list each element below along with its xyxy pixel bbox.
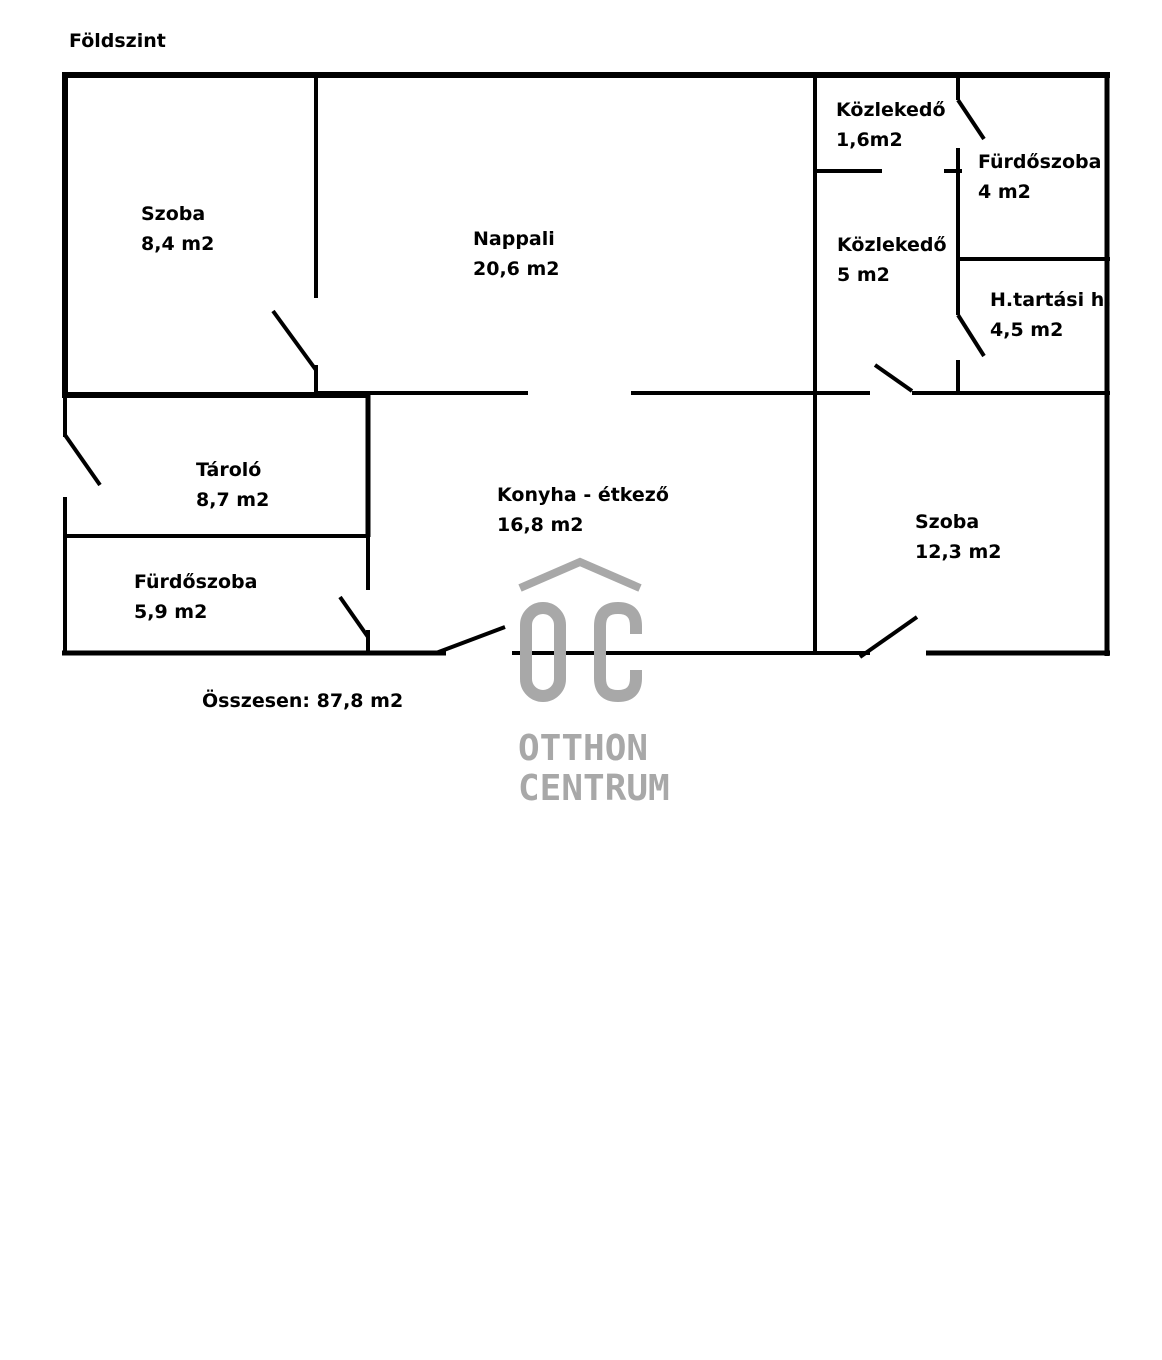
room-label-kozlekedo-1: Közlekedő 1,6m2 bbox=[836, 95, 946, 155]
door-furdoszoba-right bbox=[956, 98, 986, 141]
room-name: Nappali bbox=[473, 228, 555, 250]
room-area: 5,9 m2 bbox=[134, 601, 208, 623]
room-label-kozlekedo-2: Közlekedő 5 m2 bbox=[837, 230, 947, 290]
room-label-furdoszoba-2: Fürdőszoba 5,9 m2 bbox=[134, 567, 257, 627]
room-label-nappali: Nappali 20,6 m2 bbox=[473, 224, 560, 284]
room-name: Konyha - étkező bbox=[497, 484, 669, 506]
room-label-szoba-1: Szoba 8,4 m2 bbox=[141, 199, 214, 259]
room-area: 5 m2 bbox=[837, 264, 890, 286]
room-name: Szoba bbox=[915, 511, 980, 533]
room-name: Közlekedő bbox=[836, 99, 946, 121]
room-area: 4,5 m2 bbox=[990, 319, 1064, 341]
room-name: Fürdőszoba bbox=[978, 151, 1102, 173]
room-label-furdoszoba-1: Fürdőszoba 4 m2 bbox=[978, 147, 1101, 207]
room-label-htartasi: H.tartási h. 4,5 m2 bbox=[990, 285, 1111, 345]
door-szoba bbox=[271, 309, 318, 372]
room-area: 4 m2 bbox=[978, 181, 1031, 203]
room-area: 16,8 m2 bbox=[497, 514, 584, 536]
room-name: Szoba bbox=[141, 203, 206, 225]
room-name: Tároló bbox=[196, 459, 262, 481]
room-label-konyha-etkezo: Konyha - étkező 16,8 m2 bbox=[497, 480, 669, 540]
watermark-otthon: OTTHON bbox=[518, 728, 649, 769]
room-label-tarolo: Tároló 8,7 m2 bbox=[196, 455, 269, 515]
door-kozlekedo-szoba bbox=[873, 363, 914, 393]
oc-house-logo-icon bbox=[518, 557, 642, 703]
watermark-centrum: CENTRUM bbox=[518, 768, 670, 809]
total-area: Összesen: 87,8 m2 bbox=[202, 690, 404, 712]
door-szoba-right bbox=[858, 615, 919, 659]
room-area: 8,7 m2 bbox=[196, 489, 270, 511]
floor-title: Földszint bbox=[69, 30, 166, 52]
door-htartasi bbox=[956, 313, 986, 358]
door-entrance bbox=[435, 625, 506, 655]
room-area: 1,6m2 bbox=[836, 129, 903, 151]
room-area: 20,6 m2 bbox=[473, 258, 560, 280]
room-label-szoba-2: Szoba 12,3 m2 bbox=[915, 507, 1002, 567]
door-furdoszoba-left bbox=[338, 595, 370, 639]
room-name: Fürdőszoba bbox=[134, 571, 258, 593]
door-tarolo bbox=[63, 433, 102, 487]
room-name: Közlekedő bbox=[837, 234, 947, 256]
room-name: H.tartási h. bbox=[990, 289, 1112, 311]
room-area: 8,4 m2 bbox=[141, 233, 215, 255]
room-area: 12,3 m2 bbox=[915, 541, 1002, 563]
